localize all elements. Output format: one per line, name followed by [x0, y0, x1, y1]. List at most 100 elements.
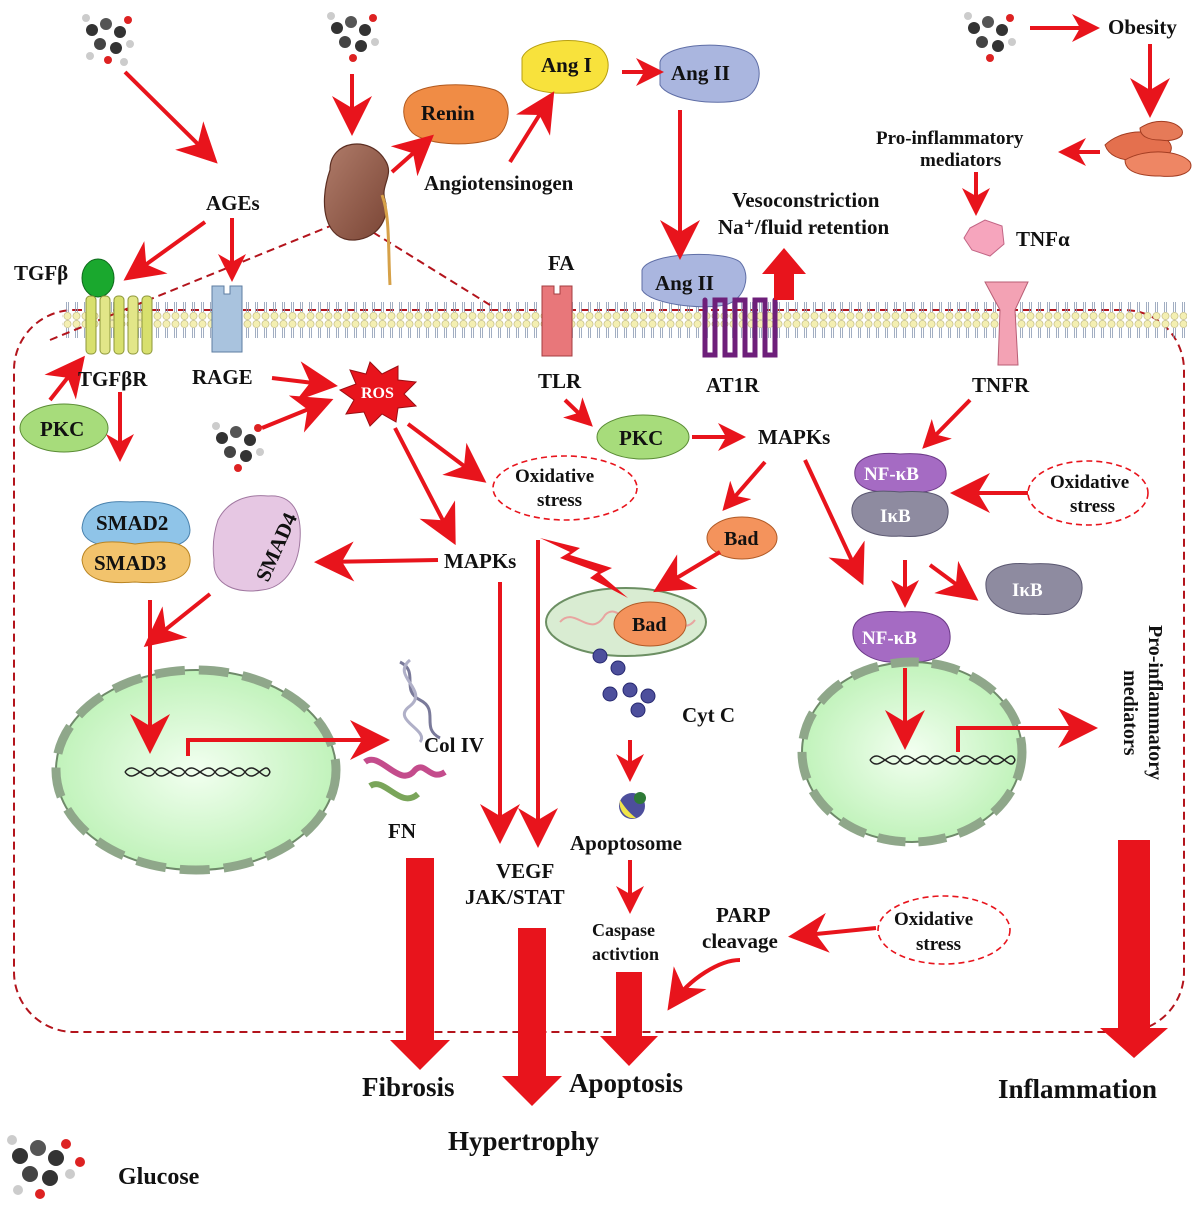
label-ros: ROS	[361, 385, 394, 402]
glucose-molecule-icon	[327, 12, 379, 62]
label-smad3: SMAD3	[94, 551, 166, 575]
label-caspase-1: Caspase	[592, 920, 655, 940]
renin-protein	[403, 84, 509, 145]
rage-receptor	[211, 285, 243, 353]
label-tnfa: TNFα	[1016, 227, 1070, 251]
label-pkc-mid: PKC	[619, 426, 663, 450]
label-smad2: SMAD2	[96, 511, 168, 535]
label-oxidative-1b: stress	[537, 490, 582, 511]
label-renin: Renin	[421, 101, 475, 125]
tnfa-hexagon	[963, 219, 1005, 257]
apoptosome-icon	[619, 792, 646, 819]
label-obesity: Obesity	[1108, 15, 1177, 39]
label-bad-cytosol: Bad	[724, 528, 758, 550]
fibronectin-icon	[363, 756, 447, 802]
label-vasoconstriction-1: Vesoconstriction	[732, 188, 880, 212]
label-tlr: TLR	[538, 369, 582, 393]
label-oxidative-3a: Oxidative	[894, 909, 973, 930]
label-tgfbr: TGFβR	[78, 367, 148, 391]
label-jak-stat: JAK/STAT	[465, 885, 565, 909]
dna-helix-left-icon	[124, 767, 271, 777]
label-fn: FN	[388, 819, 416, 843]
inflammation-arrow	[1100, 840, 1168, 1058]
label-bad-mito: Bad	[632, 614, 666, 636]
label-mediators-top: mediators	[920, 150, 1001, 171]
oxidative-stress-1-ellipse	[492, 455, 638, 521]
apoptosis-arrow	[600, 972, 658, 1066]
label-glucose: Glucose	[118, 1164, 200, 1190]
bad-cytosol-protein	[706, 516, 778, 560]
hypertrophy-arrow	[502, 928, 562, 1106]
cytochrome-c-spheres	[592, 648, 656, 718]
label-mapks-right: MAPKs	[758, 425, 830, 449]
label-mapks-left: MAPKs	[444, 549, 516, 573]
label-apoptosome: Apoptosome	[570, 831, 682, 855]
tgfb-ligand	[81, 258, 115, 298]
nfkb-ikb-complex	[851, 452, 949, 537]
label-ikb-2: IκB	[1012, 580, 1043, 601]
label-cytc: Cyt C	[682, 703, 735, 727]
label-tgfb: TGFβ	[14, 261, 68, 285]
label-hypertrophy: Hypertrophy	[448, 1126, 600, 1156]
label-angiotensinogen: Angiotensinogen	[424, 171, 574, 195]
oxidative-stress-3-ellipse	[877, 895, 1011, 965]
label-ang2-top: Ang II	[671, 61, 730, 85]
bad-mito-protein	[613, 601, 687, 647]
label-oxidative-2b: stress	[1070, 496, 1115, 517]
smad4-protein	[212, 495, 301, 592]
pkc-left-protein	[19, 403, 109, 453]
label-ang2-receptor: Ang II	[655, 271, 714, 295]
label-pro-inflammatory-top: Pro-inflammatory	[876, 128, 1024, 149]
label-inflammation: Inflammation	[998, 1074, 1157, 1104]
thin-arrows	[44, 14, 1170, 1011]
label-rage: RAGE	[192, 365, 253, 389]
label-ikb-1: IκB	[880, 506, 911, 527]
nfkb-free-protein	[852, 611, 951, 663]
label-caspase-2: activtion	[592, 944, 659, 964]
lightning-bolt-icon	[540, 538, 628, 598]
label-pro-inflammatory-side-2: mediators	[1119, 670, 1141, 756]
ang2-protein-top	[659, 44, 760, 103]
vasoconstriction-up-arrow	[762, 248, 806, 300]
glucose-molecule-icon	[212, 422, 264, 472]
tgfbr-receptor	[85, 295, 153, 355]
label-oxidative-2a: Oxidative	[1050, 472, 1129, 493]
label-oxidative-1a: Oxidative	[515, 466, 594, 487]
pkc-mid-protein	[596, 414, 690, 460]
label-parp-2: cleavage	[702, 929, 778, 953]
label-ang1: Ang I	[541, 53, 592, 77]
glucose-legend-icon	[7, 1135, 85, 1199]
ikb-free-protein	[985, 563, 1083, 615]
label-pro-inflammatory-side-1: Pro-inflammatory	[1144, 625, 1166, 780]
tnfr-receptor	[984, 281, 1029, 366]
kidney-icon	[323, 143, 392, 286]
label-fa: FA	[548, 251, 575, 275]
at1r-receptor	[702, 297, 778, 358]
fibrosis-arrow	[390, 858, 450, 1070]
label-at1r: AT1R	[706, 373, 760, 397]
label-pkc-left: PKC	[40, 417, 84, 441]
label-fibrosis: Fibrosis	[362, 1072, 455, 1102]
glucose-molecule-icon	[82, 14, 134, 66]
adipocytes-icon	[1104, 121, 1192, 177]
label-parp-1: PARP	[716, 903, 771, 927]
label-vasoconstriction-2: Na⁺/fluid retention	[718, 215, 889, 239]
label-ages: AGEs	[206, 191, 260, 215]
dna-helix-right-icon	[869, 755, 1016, 765]
label-vegf: VEGF	[496, 859, 554, 883]
label-nfkb-2: NF-κB	[862, 628, 917, 649]
tlr-receptor	[541, 285, 573, 357]
nucleus-right	[797, 657, 1027, 847]
glucose-molecule-icon	[964, 12, 1016, 62]
big-arrows	[390, 248, 1168, 1106]
label-tnfr: TNFR	[972, 373, 1030, 397]
ros-burst	[338, 361, 418, 427]
label-nfkb-1: NF-κB	[864, 464, 919, 485]
label-apoptosis: Apoptosis	[569, 1068, 683, 1098]
label-oxidative-3b: stress	[916, 934, 961, 955]
collagen-iv-icon	[399, 658, 441, 743]
smad2-smad3-complex	[81, 501, 191, 584]
oxidative-stress-2-ellipse	[1027, 460, 1149, 526]
label-col-iv: Col IV	[424, 733, 484, 757]
